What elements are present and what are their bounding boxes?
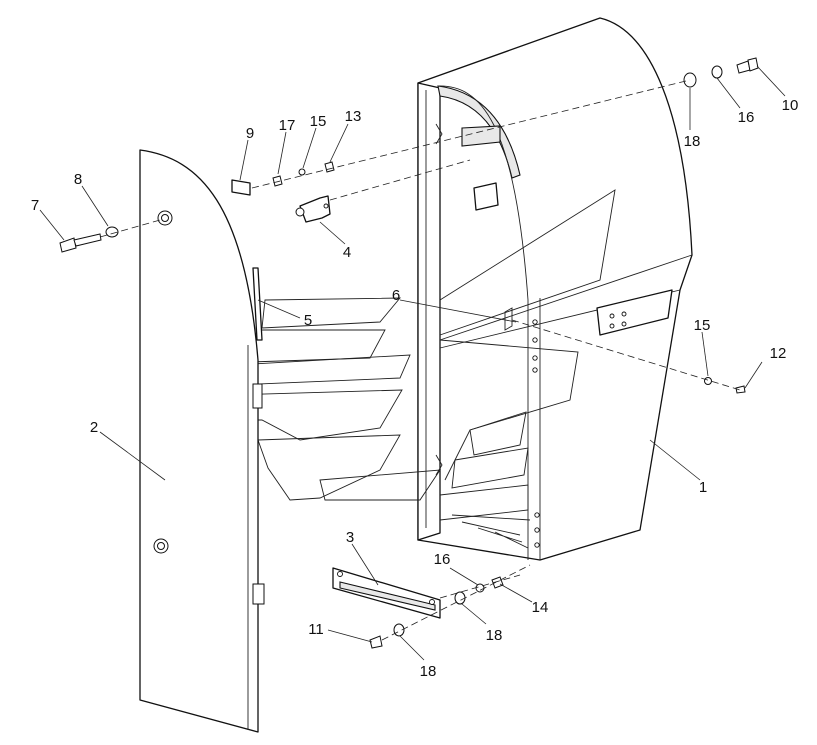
callout-1: 1: [699, 479, 707, 496]
callout-3: 3: [346, 529, 354, 546]
bracket-part-3: [332, 567, 441, 619]
callout-10: 10: [782, 97, 799, 114]
callout-12: 12: [770, 345, 787, 362]
callout-15-right: 15: [694, 317, 711, 334]
callout-7: 7: [31, 197, 39, 214]
callout-5: 5: [304, 312, 312, 329]
callout-2: 2: [90, 419, 98, 436]
callout-18-bottom: 18: [420, 663, 437, 680]
fasteners: [59, 57, 759, 649]
callout-9: 9: [246, 125, 254, 142]
leader-lines: [39, 65, 786, 661]
side-panel-part-1: [417, 17, 693, 561]
callout-4: 4: [343, 244, 351, 261]
door-panel-part-2: [139, 149, 265, 733]
callout-18-mid: 18: [486, 627, 503, 644]
callout-16-top: 16: [738, 109, 755, 126]
assembly-axes: [99, 79, 741, 641]
seal-strip-part-5: [252, 267, 263, 341]
callout-15-top: 15: [310, 113, 327, 130]
chevron-stripes: [231, 297, 441, 501]
callout-8: 8: [74, 171, 82, 188]
plate-part-9: [231, 179, 251, 196]
callout-11: 11: [308, 621, 324, 638]
callout-6: 6: [392, 287, 400, 304]
callout-18-top: 18: [684, 133, 701, 150]
callout-13: 13: [345, 108, 362, 125]
hinge-part-4: [295, 195, 331, 223]
callout-14: 14: [532, 599, 549, 616]
callout-16-bottom: 16: [434, 551, 451, 568]
callout-17: 17: [279, 117, 296, 134]
callout-labels: 1 2 3 4 5 6 7 8 9 10 11 12 13 14 15 15 1…: [31, 97, 799, 680]
